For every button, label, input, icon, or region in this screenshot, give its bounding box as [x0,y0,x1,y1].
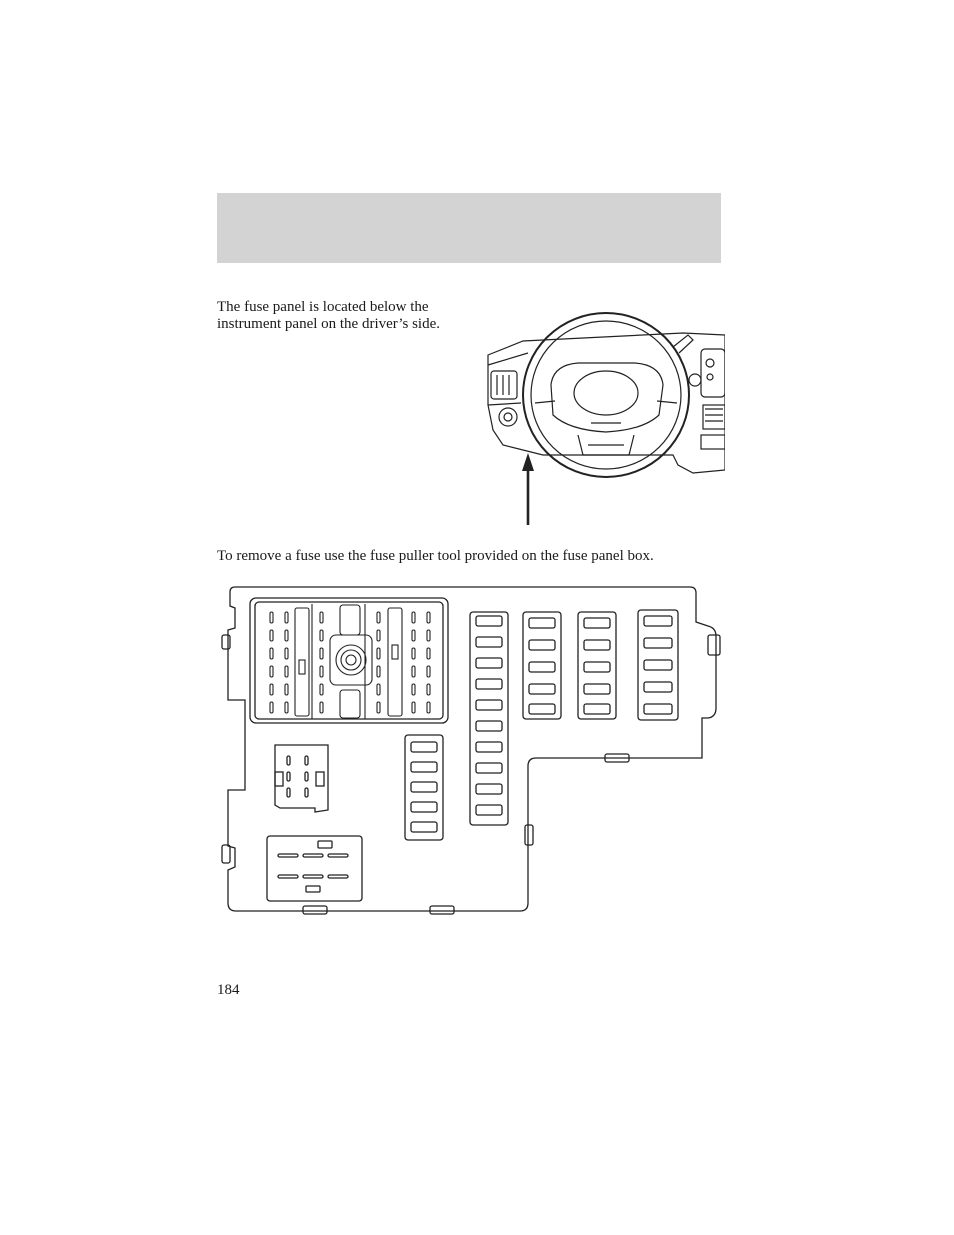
fuse-column-3 [577,611,617,720]
dashboard-outline [487,332,725,474]
instruction-paragraph: To remove a fuse use the fuse puller too… [217,548,654,564]
fuse-column-2 [522,611,562,720]
small-relay [274,744,329,813]
relay-block [249,597,449,724]
headlamp-switch-icon [498,407,518,427]
section-header-band [217,193,721,263]
fuse-panel-illustration [220,580,725,920]
location-arrow-head [522,453,534,471]
fuse-panel-outline [227,586,717,912]
radio-icon [700,348,725,398]
fuse-column-mini [404,734,444,841]
fuse-column-4 [637,609,679,721]
left-vent-icon [490,370,518,400]
page-number: 184 [217,982,240,998]
steering-wheel-illustration [483,305,725,530]
steering-wheel-icon [522,312,690,478]
fuse-column-tall [469,611,509,826]
bottom-relay [266,835,363,902]
intro-paragraph: The fuse panel is located below the inst… [217,299,441,332]
connector-icon [335,644,367,676]
